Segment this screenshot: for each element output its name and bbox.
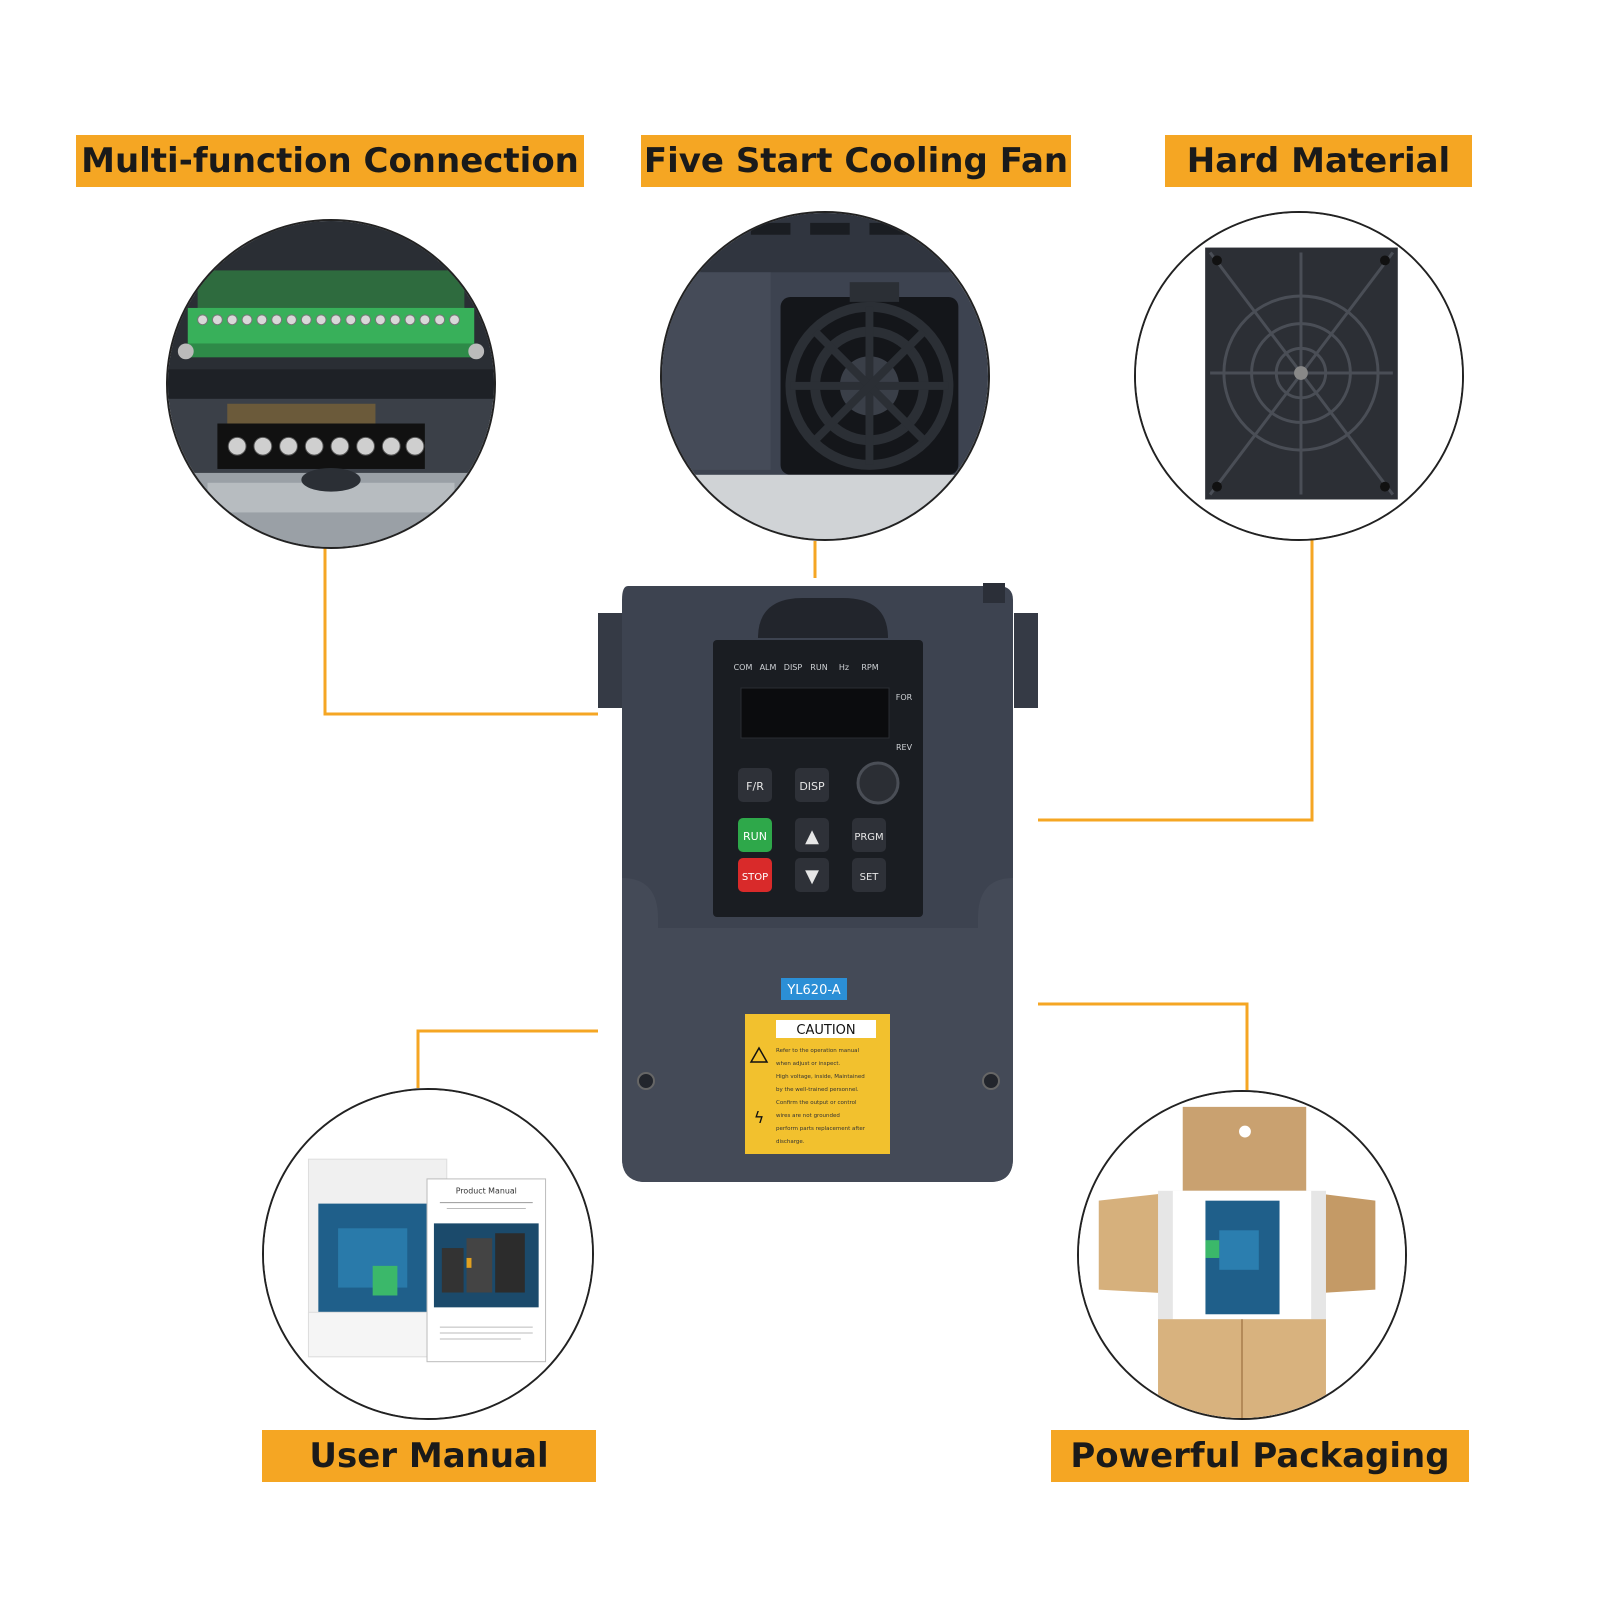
key-run: RUN <box>743 830 767 843</box>
warning-triangle-icon <box>749 1046 769 1063</box>
lightning-icon: ϟ <box>754 1108 765 1127</box>
manual-title: Product Manual <box>456 1187 517 1196</box>
rev-label: REV <box>896 743 913 752</box>
for-label: FOR <box>896 693 913 702</box>
key-up: ▲ <box>805 826 819 847</box>
packaging-photo <box>1077 1090 1407 1420</box>
connector-user-manual <box>416 1029 598 1088</box>
connector-multi-function <box>323 545 598 716</box>
indicator-disp: DISP <box>784 663 803 672</box>
caution-line: by the well-trained personnel. <box>776 1087 859 1093</box>
terminal-block-photo <box>166 219 496 549</box>
back-plate-photo <box>1134 211 1464 541</box>
screw-left <box>637 1072 655 1090</box>
status-indicators: COM ALM DISP RUN Hz RPM <box>734 663 879 672</box>
user-manual-photo: Product Manual <box>262 1088 594 1420</box>
key-prgm: PRGM <box>854 832 883 843</box>
vfd-device: COM ALM DISP RUN Hz RPM FOR REV F/R DISP… <box>598 578 1038 1190</box>
caution-line: when adjust or inspect. <box>776 1061 841 1067</box>
caution-line: High voltage, inside, Maintained <box>776 1074 865 1080</box>
model-badge <box>781 978 847 1000</box>
connector-hard-material <box>1038 537 1314 822</box>
caution-line: Refer to the operation manual <box>776 1048 860 1054</box>
caution-line: discharge. <box>776 1139 805 1145</box>
indicator-com: COM <box>734 663 753 672</box>
key-disp: DISP <box>799 780 825 793</box>
key-down: ▼ <box>805 866 819 887</box>
indicator-rpm: RPM <box>861 663 878 672</box>
led-display <box>740 687 890 739</box>
caution-line: perform parts replacement after <box>776 1126 866 1132</box>
indicator-run: RUN <box>810 663 827 672</box>
key-fr: F/R <box>746 780 764 793</box>
label-multi-function-connection: Multi-function Connection <box>76 135 584 187</box>
connector-packaging <box>1038 1002 1249 1090</box>
label-user-manual: User Manual <box>262 1430 596 1482</box>
speed-knob <box>856 761 900 805</box>
key-set: SET <box>860 872 880 883</box>
cooling-fan-photo <box>660 211 990 541</box>
key-stop: STOP <box>742 872 768 883</box>
caution-line: Confirm the output or control <box>776 1100 857 1106</box>
label-powerful-packaging: Powerful Packaging <box>1051 1430 1469 1482</box>
model-label: YL620-A <box>786 983 840 998</box>
indicator-alm: ALM <box>760 663 777 672</box>
indicator-hz: Hz <box>839 663 849 672</box>
screw-right <box>982 1072 1000 1090</box>
label-cooling-fan: Five Start Cooling Fan <box>641 135 1071 187</box>
caution-line: wires are not grounded <box>776 1113 840 1119</box>
label-hard-material: Hard Material <box>1165 135 1472 187</box>
caution-title: CAUTION <box>796 1023 855 1038</box>
